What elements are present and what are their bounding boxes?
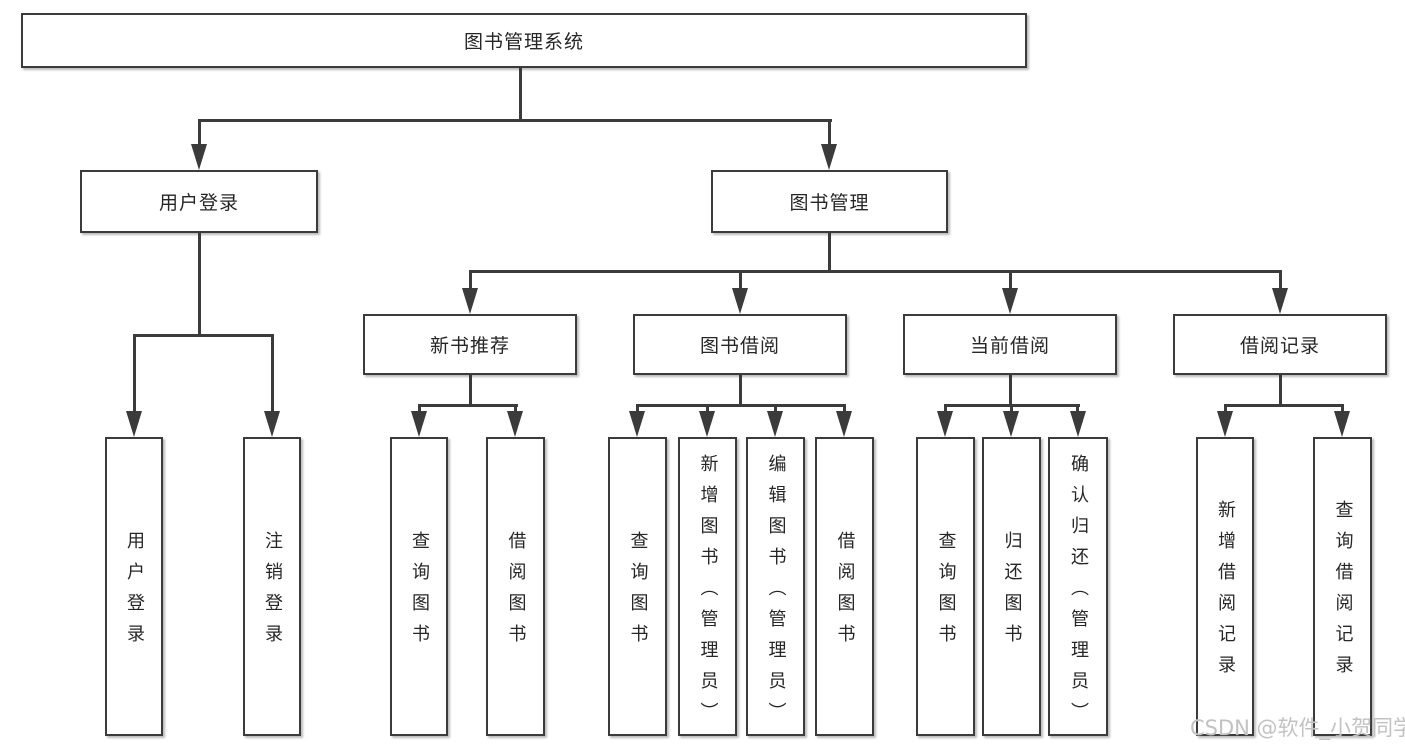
node-label: 用户登录: [124, 531, 145, 655]
arrow-down-icon-current-borrowing: [1002, 288, 1018, 314]
arrow-down-icon-borrowing-records: [1272, 288, 1288, 314]
leaf-user-login: 用户登录: [105, 437, 163, 736]
leaf-return-books: 归还图书: [982, 437, 1041, 736]
connector-drop-new-book-recommend: [469, 270, 472, 290]
connector-drop-confirm-return: [1076, 404, 1079, 413]
arrow-down-icon-add-record: [1217, 411, 1233, 437]
connector-drop-return-books: [1010, 404, 1013, 413]
node-label: 查询图书: [409, 531, 430, 655]
connector-drop-user-login: [198, 119, 201, 147]
arrow-down-icon-edit-books: [767, 411, 783, 437]
node-label: 查询借阅记录: [1332, 500, 1354, 686]
arrow-down-icon-query-books-2: [629, 411, 645, 437]
arrow-down-icon-leaf-user-login: [126, 411, 142, 437]
connector-user-login-rail: [133, 334, 274, 337]
node-label: 编辑图书（管理员）: [765, 453, 787, 733]
node-label: 注销登录: [262, 531, 283, 655]
arrow-down-icon-user-login: [191, 144, 207, 170]
leaf-edit-books-admin: 编辑图书（管理员）: [746, 437, 805, 736]
connector-book-management-stem: [828, 231, 831, 273]
connector-level2-rail: [198, 119, 832, 122]
node-book-management: 图书管理: [711, 170, 948, 233]
connector-level3-rail: [469, 270, 1282, 273]
node-new-book-recommend: 新书推荐: [363, 314, 577, 375]
arrow-down-icon-confirm-return: [1070, 411, 1086, 437]
node-label: 图书管理系统: [463, 31, 584, 53]
connector-borrowing-records-rail: [1224, 404, 1344, 407]
leaf-add-borrow-record: 新增借阅记录: [1196, 437, 1254, 736]
connector-drop-leaf-user-login: [133, 334, 136, 413]
connector-drop-book-management: [828, 119, 831, 147]
connector-new-book-recommend-rail: [418, 404, 518, 407]
connector-drop-query-books-3: [944, 404, 947, 413]
leaf-add-books-admin: 新增图书（管理员）: [678, 437, 737, 736]
leaf-query-borrow-record: 查询借阅记录: [1313, 437, 1372, 736]
node-label: 确认归还（管理员）: [1068, 453, 1089, 733]
connector-drop-add-record: [1224, 404, 1227, 413]
connector-drop-current-borrowing: [1009, 270, 1012, 290]
arrow-down-icon-add-books: [699, 411, 715, 437]
leaf-borrow-books-2: 借阅图书: [815, 437, 874, 736]
connector-drop-leaf-logout: [271, 334, 274, 413]
node-label: 当前借阅: [969, 335, 1050, 357]
node-user-login: 用户登录: [80, 170, 318, 233]
node-book-borrowing: 图书借阅: [633, 314, 847, 375]
connector-new-book-recommend-stem: [469, 373, 472, 407]
connector-drop-query-books-1: [418, 404, 421, 413]
arrow-down-icon-return-books: [1003, 411, 1019, 437]
arrow-down-icon-borrow-books-1: [507, 411, 523, 437]
arrow-down-icon-book-borrowing: [732, 288, 748, 314]
node-label: 借阅图书: [505, 531, 527, 655]
arrow-down-icon-query-record: [1334, 411, 1350, 437]
connector-drop-query-books-2: [636, 404, 639, 413]
arrow-down-icon-leaf-logout: [264, 411, 280, 437]
node-label: 新增借阅记录: [1215, 500, 1236, 686]
connector-borrowing-records-stem: [1279, 373, 1282, 407]
node-label: 新书推荐: [429, 335, 510, 357]
node-label: 图书借阅: [699, 335, 780, 357]
connector-drop-add-books: [706, 404, 709, 413]
node-label: 查询图书: [935, 531, 957, 655]
leaf-logout-login: 注销登录: [243, 437, 301, 736]
connector-current-borrowing-stem: [1009, 373, 1012, 407]
leaf-query-books-3: 查询图书: [916, 437, 975, 736]
connector-root-stem: [519, 68, 522, 120]
leaf-borrow-books-1: 借阅图书: [486, 437, 545, 736]
connector-drop-edit-books: [774, 404, 777, 413]
connector-drop-borrow-books-2: [843, 404, 846, 413]
arrow-down-icon-query-books-1: [411, 411, 427, 437]
leaf-confirm-return-admin: 确认归还（管理员）: [1048, 437, 1108, 736]
connector-drop-query-record: [1341, 404, 1344, 413]
node-label: 借阅图书: [834, 531, 856, 655]
csdn-watermark: CSDN @软件_小贺同学: [1190, 716, 1405, 740]
node-borrowing-records: 借阅记录: [1173, 314, 1387, 375]
node-current-borrowing: 当前借阅: [903, 314, 1117, 375]
node-library-management-system: 图书管理系统: [21, 13, 1027, 68]
connector-book-borrowing-stem: [739, 373, 742, 407]
arrow-down-icon-query-books-3: [937, 411, 953, 437]
leaf-query-books-1: 查询图书: [390, 437, 448, 736]
arrow-down-icon-book-management: [821, 144, 837, 170]
connector-drop-borrow-books-1: [514, 404, 517, 413]
connector-book-borrowing-rail: [636, 404, 846, 407]
connector-drop-book-borrowing: [739, 270, 742, 290]
node-label: 借阅记录: [1239, 335, 1320, 357]
connector-user-login-stem: [198, 231, 201, 337]
node-label: 查询图书: [627, 531, 649, 655]
arrow-down-icon-new-book-recommend: [462, 288, 478, 314]
node-label: 图书管理: [789, 192, 870, 214]
node-label: 用户登录: [158, 192, 239, 214]
arrow-down-icon-borrow-books-2: [836, 411, 852, 437]
connector-drop-borrowing-records: [1279, 270, 1282, 290]
node-label: 归还图书: [1001, 531, 1023, 655]
node-label: 新增图书（管理员）: [697, 453, 719, 733]
leaf-query-books-2: 查询图书: [608, 437, 667, 736]
